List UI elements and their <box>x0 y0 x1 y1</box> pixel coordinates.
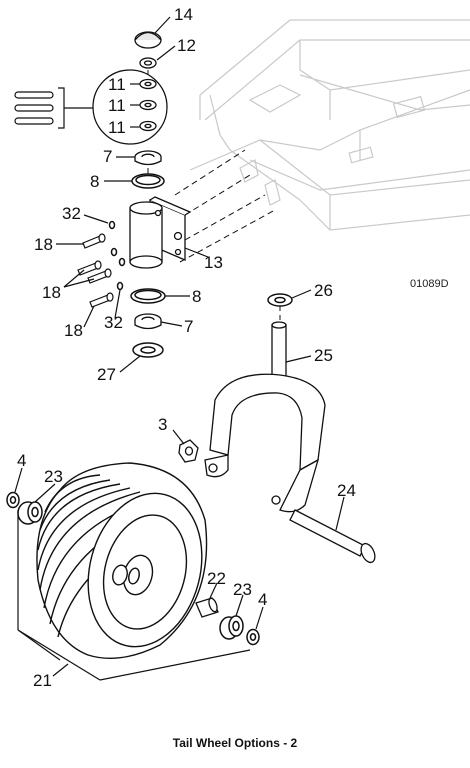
cap-part-14 <box>134 31 162 49</box>
figure-caption: Tail Wheel Options - 2 <box>172 736 298 750</box>
callout-8-top: 8 <box>90 172 99 191</box>
callout-18-top: 18 <box>34 235 53 254</box>
callout-11-c: 11 <box>108 118 126 137</box>
bolts-part-18 <box>77 233 114 308</box>
fork-part-25 <box>204 321 326 513</box>
callout-18-middle: 18 <box>42 283 61 302</box>
race-part-8-top <box>131 173 165 189</box>
parts-diagram: 14 12 11 11 11 7 8 32 18 13 18 8 18 32 7… <box>6 5 470 690</box>
callout-23-left: 23 <box>44 467 63 486</box>
callout-14: 14 <box>174 5 193 24</box>
callout-26: 26 <box>314 281 333 300</box>
callout-11-b: 11 <box>108 96 126 115</box>
mower-frame-drawing <box>189 19 470 231</box>
callout-24: 24 <box>337 481 356 500</box>
bearing-part-23-right <box>219 615 244 640</box>
callout-8-bottom: 8 <box>192 287 201 306</box>
wheel-part-21 <box>36 462 208 660</box>
washer-part-27 <box>132 342 164 358</box>
callout-18-bottom: 18 <box>64 321 83 340</box>
bearing-part-23-left <box>17 501 43 525</box>
assembly-guide-lines <box>147 70 281 320</box>
wheel-assembly-bracket <box>17 510 251 681</box>
nut-part-3 <box>178 439 199 463</box>
callout-22: 22 <box>207 569 226 588</box>
lockwashers-part-32 <box>108 220 126 291</box>
callout-4-right: 4 <box>258 590 267 609</box>
nut-part-4-left <box>6 491 20 509</box>
callout-4-left: 4 <box>17 451 26 470</box>
shims-part-11-circle <box>92 69 168 145</box>
leader-lines <box>14 16 345 677</box>
washer-part-26 <box>267 293 293 307</box>
callout-27: 27 <box>97 365 116 384</box>
callout-25: 25 <box>314 346 333 365</box>
housing-part-13 <box>129 196 192 269</box>
callout-7-top: 7 <box>103 147 112 166</box>
callout-3: 3 <box>158 415 167 434</box>
callout-7-bottom: 7 <box>184 317 193 336</box>
callout-13: 13 <box>204 253 223 272</box>
drawing-code: 01089D <box>410 278 449 290</box>
callout-23-right: 23 <box>233 580 252 599</box>
nut-part-12 <box>139 57 157 69</box>
callout-32-top: 32 <box>62 204 81 223</box>
callout-21: 21 <box>33 671 52 690</box>
callout-11-a: 11 <box>108 75 126 94</box>
race-part-8-bottom <box>130 288 166 304</box>
axle-bolt-part-24 <box>289 509 376 564</box>
bearing-part-7-top <box>134 150 162 166</box>
spacer-part-22 <box>195 597 219 618</box>
bearing-part-7-bottom <box>134 313 162 330</box>
callout-12: 12 <box>177 36 196 55</box>
callout-32-bottom: 32 <box>104 313 123 332</box>
nut-part-4-right <box>246 628 260 646</box>
